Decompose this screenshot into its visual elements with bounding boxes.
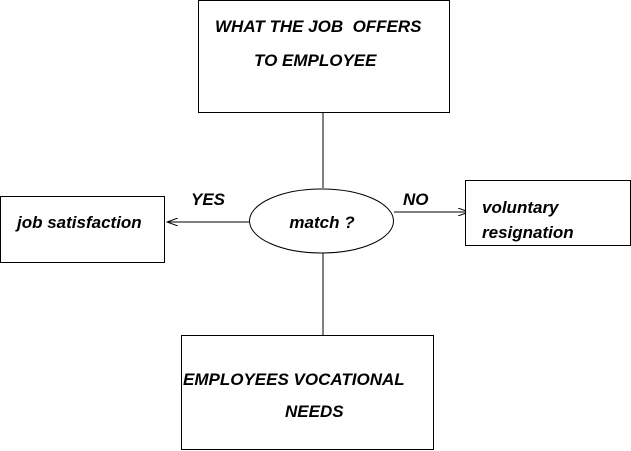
yes-label: YES — [191, 190, 226, 209]
match-decision: match ? — [249, 188, 394, 254]
needs-box: EMPLOYEES VOCATIONAL NEEDS — [181, 335, 434, 450]
needs-box-line1: EMPLOYEES VOCATIONAL — [183, 370, 405, 389]
voluntary-resignation-line2: resignation — [482, 223, 574, 242]
no-label: NO — [403, 190, 429, 209]
job-satisfaction-label: job satisfaction — [15, 213, 142, 232]
offers-box: WHAT THE JOB OFFERS TO EMPLOYEE — [198, 0, 450, 113]
voluntary-resignation-frame — [465, 180, 631, 246]
offers-box-frame — [198, 0, 450, 113]
job-satisfaction-box: job satisfaction — [0, 196, 165, 263]
voluntary-resignation-box: voluntary resignation — [465, 180, 631, 246]
voluntary-resignation-line1: voluntary — [482, 198, 560, 217]
needs-box-line2: NEEDS — [285, 402, 344, 421]
offers-box-line1: WHAT THE JOB OFFERS — [215, 17, 422, 36]
offers-box-line2: TO EMPLOYEE — [254, 51, 377, 70]
match-ellipse — [249, 188, 394, 254]
needs-box-frame — [181, 335, 434, 450]
job-satisfaction-frame — [0, 196, 165, 263]
match-label: match ? — [289, 213, 355, 232]
